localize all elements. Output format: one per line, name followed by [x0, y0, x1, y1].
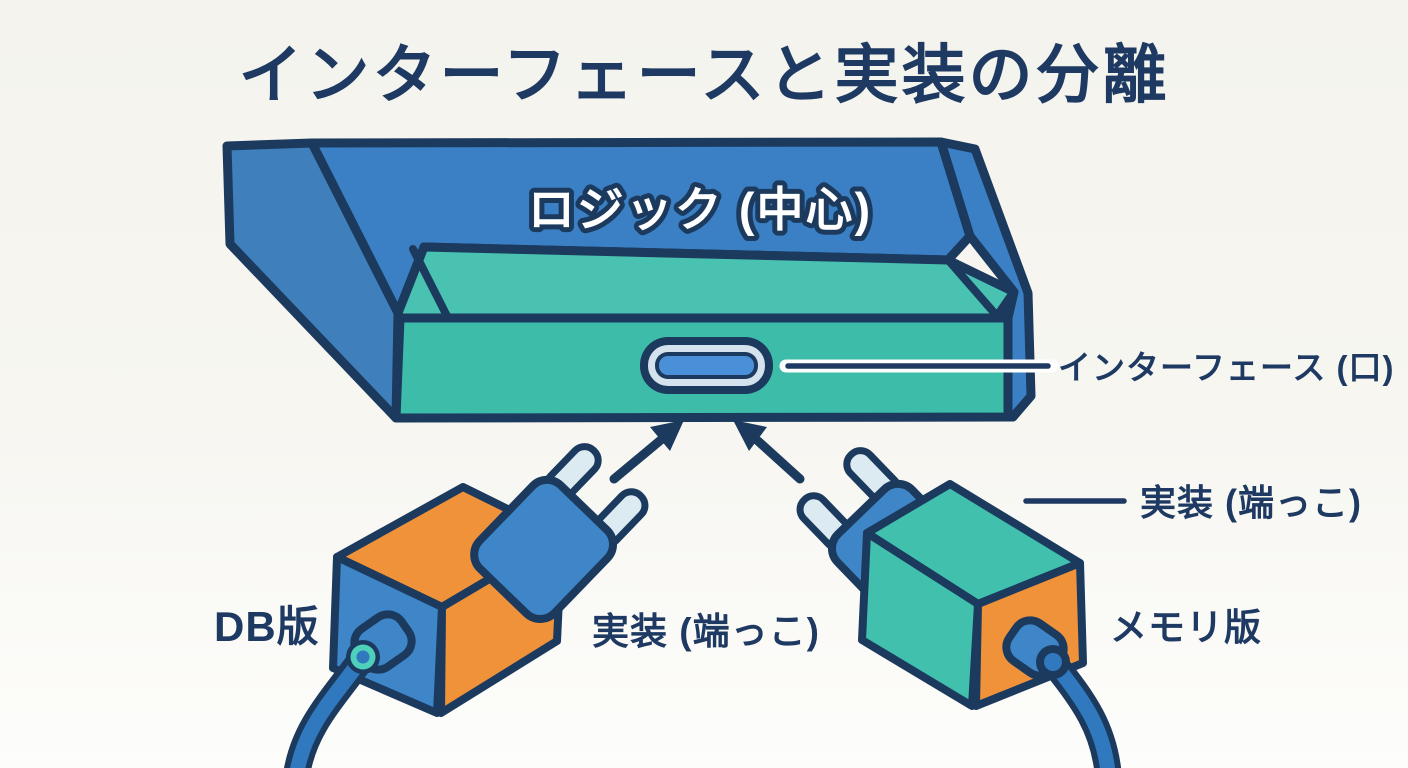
plug-right [796, 447, 1122, 768]
device-bevel-face [393, 242, 1019, 323]
plug-left-cable-connector [284, 610, 416, 768]
plug-left-head-body [470, 475, 618, 624]
plug-left [284, 443, 649, 768]
logic-device [222, 137, 1036, 423]
db-version-label: DB版 [214, 603, 320, 650]
memory-version-label: メモリ版 [1110, 607, 1262, 648]
arrow-up-left-icon [733, 420, 805, 484]
plug-left-head [470, 443, 649, 624]
usb-c-port [640, 337, 773, 394]
plug-right-cable-connector [1002, 616, 1122, 768]
page-title: インターフェースと実装の分離 [238, 39, 1170, 111]
logic-label: ロジック (中心) [528, 183, 872, 236]
interface-label: インターフェース (口) [1058, 349, 1395, 386]
impl-middle-label: 実装 (端っこ) [592, 611, 820, 652]
arrow-up-right-icon [609, 420, 684, 484]
impl-right-label: 実装 (端っこ) [1140, 482, 1362, 523]
